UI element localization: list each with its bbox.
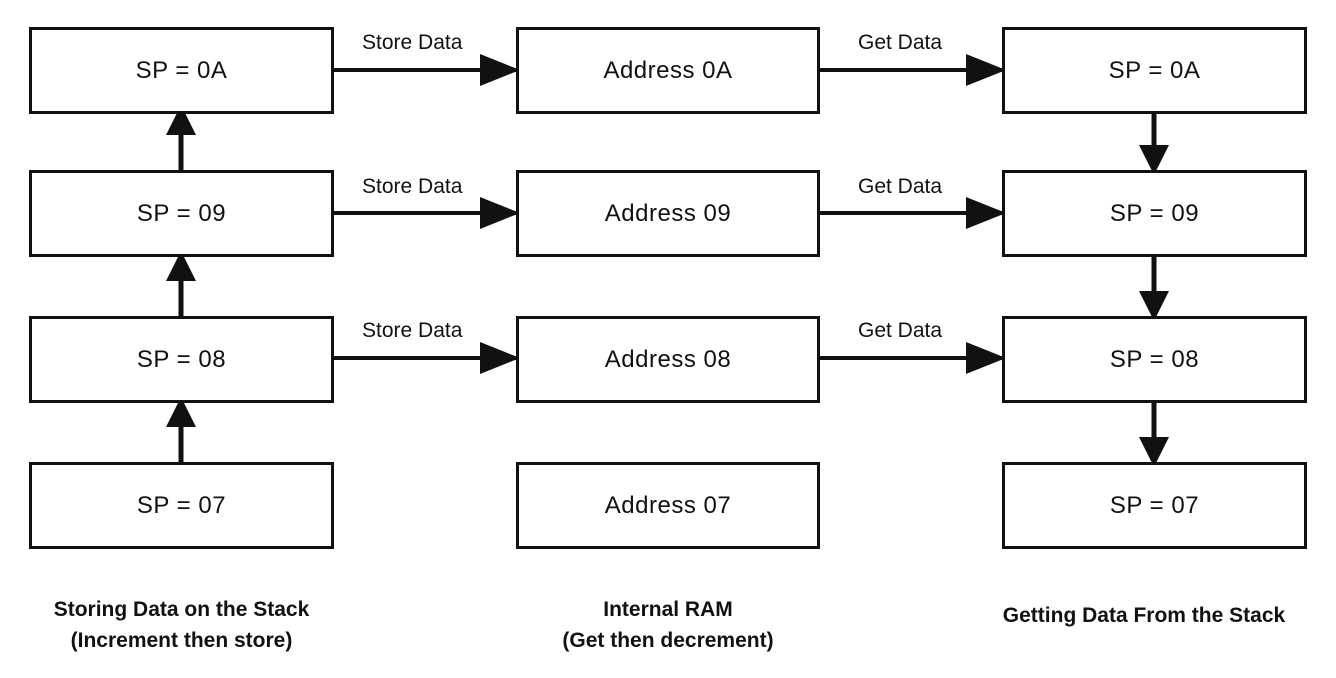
get-label-0A: Get Data: [858, 31, 943, 54]
store-box-0A: SP = 0A: [29, 27, 334, 114]
get-box-07: SP = 07: [1002, 462, 1307, 549]
ram-box-08: Address 08: [516, 316, 820, 403]
store-label-09: Store Data: [362, 175, 463, 198]
store-caption: Storing Data on the Stack (Increment the…: [29, 594, 334, 656]
store-caption-title: Storing Data on the Stack: [53, 598, 310, 621]
store-box-09: SP = 09: [29, 170, 334, 257]
ram-box-07: Address 07: [516, 462, 820, 549]
get-box-09: SP = 09: [1002, 170, 1307, 257]
ram-box-09: Address 09: [516, 170, 820, 257]
ram-box-0A: Address 0A: [516, 27, 820, 114]
get-box-0A: SP = 0A: [1002, 27, 1307, 114]
get-box-08: SP = 08: [1002, 316, 1307, 403]
ram-caption: Internal RAM (Get then decrement): [516, 594, 820, 656]
get-label-09: Get Data: [858, 175, 943, 198]
store-caption-subtitle: (Increment then store): [70, 629, 293, 652]
get-caption: Getting Data From the Stack: [964, 600, 1324, 631]
get-caption-title: Getting Data From the Stack: [1002, 604, 1286, 627]
store-label-08: Store Data: [362, 319, 463, 342]
get-label-08: Get Data: [858, 319, 943, 342]
store-label-0A: Store Data: [362, 31, 463, 54]
ram-caption-title: Internal RAM: [603, 598, 733, 621]
ram-caption-subtitle: (Get then decrement): [562, 629, 774, 652]
store-box-07: SP = 07: [29, 462, 334, 549]
store-box-08: SP = 08: [29, 316, 334, 403]
